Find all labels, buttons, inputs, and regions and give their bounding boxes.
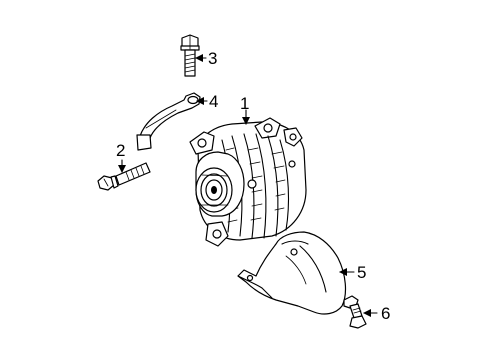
callout-labels: 1 2 3 4 5 6 [116, 49, 390, 323]
callout-5: 5 [357, 263, 366, 282]
cover-part-5 [237, 231, 347, 315]
callout-6: 6 [381, 304, 390, 323]
bolt-part-2 [97, 162, 151, 191]
callout-4: 4 [209, 92, 218, 111]
bracket-part-4 [136, 92, 201, 151]
bolt-part-6 [343, 295, 367, 329]
callout-leaders [118, 54, 378, 317]
callout-1: 1 [240, 94, 249, 113]
callout-3: 3 [208, 49, 217, 68]
bolt-part-3 [180, 34, 200, 77]
alternator-part-1 [189, 117, 307, 247]
callout-2: 2 [116, 141, 125, 160]
